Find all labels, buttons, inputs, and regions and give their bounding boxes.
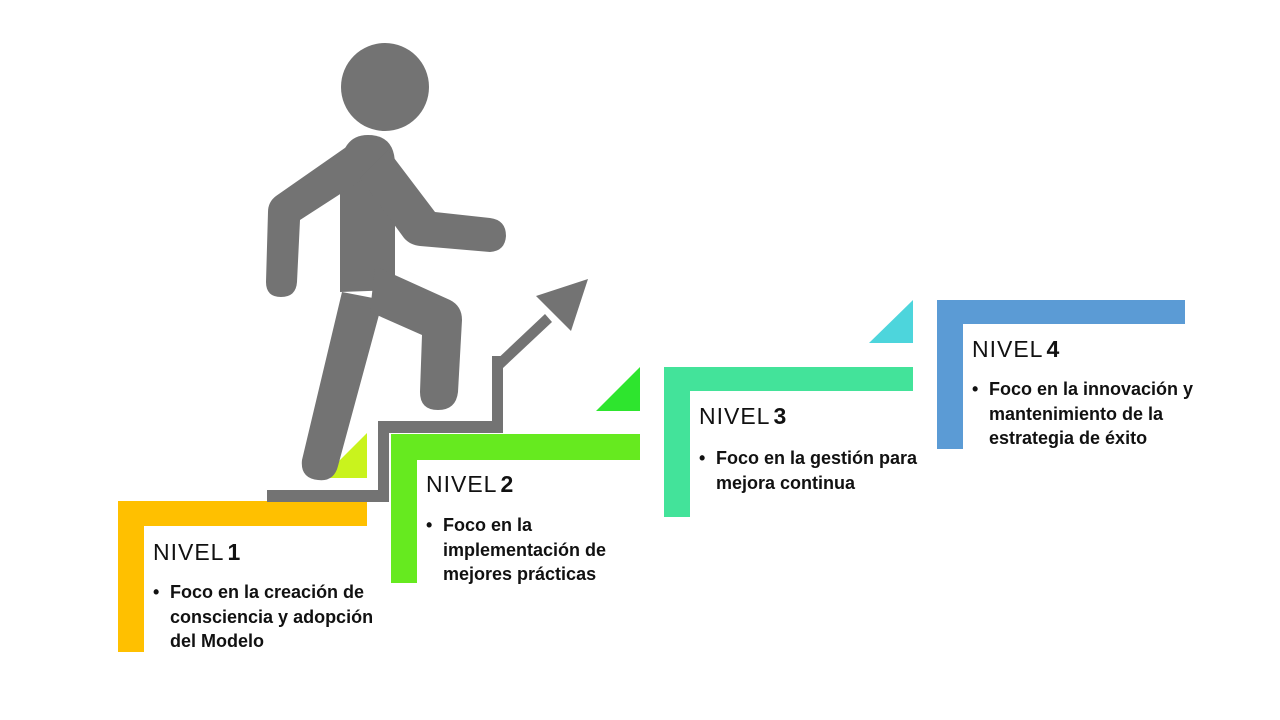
person-climbing-stairs-icon xyxy=(266,43,506,502)
level-3-description: • Foco en la gestión para mejora continu… xyxy=(699,446,921,495)
level-1-number: 1 xyxy=(227,539,242,565)
level-1-description-text: Foco en la creación de consciencia y ado… xyxy=(170,582,374,651)
step-frame-level-3 xyxy=(664,367,913,517)
level-2-description-text: Foco en la implementación de mejores prá… xyxy=(443,515,607,584)
level-2-number: 2 xyxy=(500,471,515,497)
level-2-bullet: • xyxy=(426,515,433,535)
level-3-description-text: Foco en la gestión para mejora continua xyxy=(716,448,918,493)
step-frame-level-4 xyxy=(937,300,1185,449)
level-4-word: NIVEL xyxy=(972,336,1044,362)
level-3-bullet: • xyxy=(699,448,706,468)
step-frame-level-2 xyxy=(391,434,640,583)
level-2-word: NIVEL xyxy=(426,471,498,497)
level-4-bullet: • xyxy=(972,379,979,399)
step-frame-level-1 xyxy=(118,501,367,652)
level-4-number: 4 xyxy=(1046,336,1061,362)
level-1-description: • Foco en la creación de consciencia y a… xyxy=(153,580,375,654)
level-4-description-text: Foco en la innovación y mantenimiento de… xyxy=(989,379,1194,448)
level-2-description: • Foco en la implementación de mejores p… xyxy=(426,513,648,587)
arrow-up-right-icon xyxy=(492,279,588,368)
level-1-bullet: • xyxy=(153,582,160,602)
corner-triangle-level-2 xyxy=(596,367,640,411)
level-1-word: NIVEL xyxy=(153,539,225,565)
level-3-number: 3 xyxy=(773,403,788,429)
level-4-description: • Foco en la innovación y mantenimiento … xyxy=(972,377,1194,451)
corner-triangle-level-3 xyxy=(869,300,913,343)
level-3-word: NIVEL xyxy=(699,403,771,429)
